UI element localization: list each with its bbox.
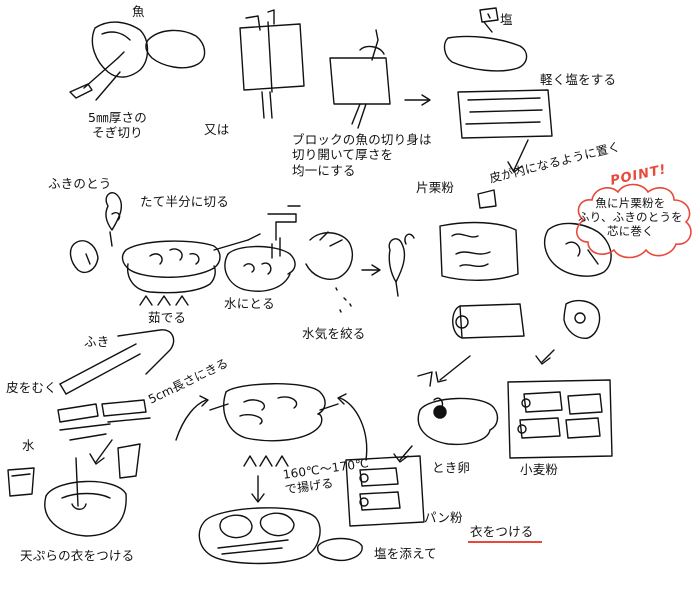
cut-rolls-drawing (453, 301, 600, 339)
arrow-to-drained (362, 265, 380, 275)
rolled-fish-drawing (545, 223, 611, 276)
arrow-to-batter (90, 440, 112, 464)
label-block-fish: ブロックの魚の切り身は 切り開いて厚さを 均一にする (292, 132, 432, 178)
squeezing-hand-drawing (306, 232, 352, 312)
arrow-to-plate (252, 476, 264, 502)
salt-shaker-drawing (445, 8, 527, 71)
label-cut-half: たて半分に切る (140, 194, 229, 209)
label-flour: 小麦粉 (520, 462, 559, 477)
serving-plate-drawing (199, 508, 362, 564)
arrow-to-egg (436, 356, 470, 382)
label-tempura-batter: 天ぷらの衣をつける (20, 548, 135, 563)
block-fish-drawing (240, 10, 390, 128)
label-salt-top: 塩 (500, 12, 513, 27)
salted-fish-drawing (458, 90, 552, 138)
arrow-to-panko (394, 446, 412, 462)
fuki-no-tou-drawing (71, 193, 122, 273)
arrow-to-salting (405, 95, 430, 105)
label-beaten-egg: とき卵 (432, 460, 471, 475)
water-cup-drawing (8, 468, 34, 496)
frying-pot-drawing (210, 384, 338, 441)
label-with-salt: 塩を添えて (374, 546, 437, 561)
heat-flames-drawing (140, 296, 188, 305)
coat-underline (468, 541, 542, 543)
arrow-curve-from-coating (338, 394, 367, 460)
label-fuki: ふき (84, 334, 110, 349)
panko-tray-drawing (346, 456, 424, 526)
label-or: 又は (204, 122, 230, 137)
dusted-fish-drawing (440, 190, 518, 280)
label-light-salt: 軽く塩をする (540, 72, 617, 87)
flour-tray-drawing (508, 380, 612, 458)
fry-flames-drawing (244, 456, 288, 466)
label-squeeze: 水気を絞る (302, 326, 366, 341)
fish-slicing-drawing (70, 22, 205, 100)
water-tap-drawing (268, 206, 300, 258)
point-cloud-icon (576, 183, 692, 259)
arrow-curve-to-pot (176, 396, 208, 440)
label-panko: パン粉 (424, 510, 463, 525)
peeled-fuki-drawing (58, 400, 150, 478)
label-water: 水 (22, 438, 35, 453)
fuki-stalk-drawing (60, 330, 174, 394)
label-katakuriko: 片栗粉 (416, 180, 455, 195)
egg-dish-drawing (418, 372, 497, 444)
label-boil: 茹でる (148, 310, 187, 325)
boiling-pot-drawing (123, 234, 260, 293)
label-coat: 衣をつける (470, 524, 534, 539)
drained-buds-drawing (389, 234, 414, 296)
label-fuki-no-tou: ふきのとう (48, 176, 112, 191)
label-point-text: 魚に片栗粉を ふり、ふきのとうを 芯に巻く (578, 196, 683, 239)
label-peel: 皮をむく (6, 380, 57, 395)
batter-bowl-drawing (45, 458, 126, 536)
label-fish: 魚 (132, 4, 145, 19)
arrow-to-flour (536, 350, 554, 364)
label-cool-water: 水にとる (224, 296, 275, 311)
cooling-bowl-drawing (225, 247, 295, 292)
arrow-to-katakuriko (508, 140, 528, 172)
label-slice-5mm: 5㎜厚さの そぎ切り (88, 110, 147, 141)
